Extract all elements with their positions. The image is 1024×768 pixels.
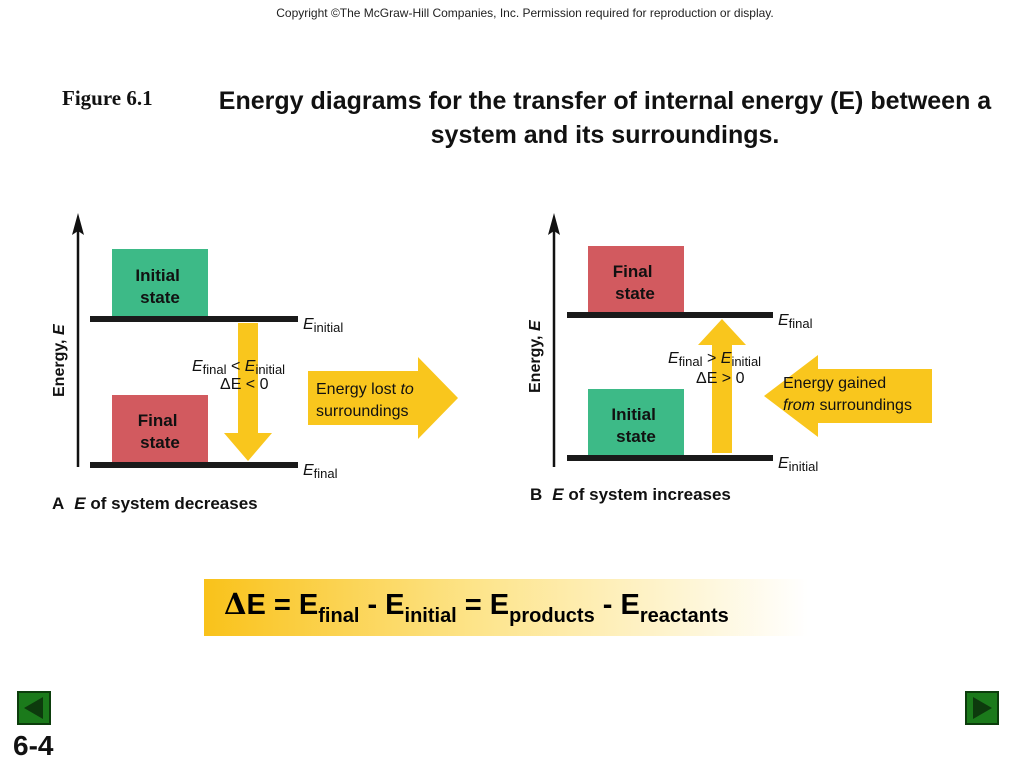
equation-text: ΔE = Efinal - Einitial = Eproducts - Ere… <box>224 587 729 627</box>
initial-energy-level <box>90 316 298 322</box>
final-state-box <box>112 395 208 463</box>
energy-gained-label: Energy gained <box>783 375 886 392</box>
energy-axis-arrowhead-icon <box>72 213 84 235</box>
energy-lost-label-line2: surroundings <box>316 403 409 420</box>
energy-axis-label: Energy, E <box>527 319 544 393</box>
initial-energy-level-label: Einitial <box>303 316 343 335</box>
energy-axis-label: Energy, E <box>51 323 68 397</box>
figure-title: Energy diagrams for the transfer of inte… <box>218 87 992 149</box>
diagram-a: Energy, E Initial state Einitial Efinal … <box>51 213 458 513</box>
relation-inequality: Efinal > Einitial <box>668 350 761 369</box>
delta-e-equation: ΔE = Efinal - Einitial = Eproducts - Ere… <box>204 579 808 636</box>
previous-slide-button[interactable] <box>17 691 51 725</box>
right-triangle-icon <box>973 697 992 719</box>
initial-state-label: Initial state <box>135 266 184 307</box>
initial-state-box <box>112 249 208 316</box>
relation-inequality: Efinal < Einitial <box>192 358 285 377</box>
energy-increase-arrow <box>698 319 746 453</box>
initial-state-label: Initial state <box>611 405 660 446</box>
energy-decrease-arrow <box>224 323 272 461</box>
energy-gained-label-line2: from surroundings <box>783 397 912 414</box>
slide-number: 6-4 <box>13 730 54 761</box>
final-energy-level <box>90 462 298 468</box>
initial-energy-level-label: Einitial <box>778 455 818 474</box>
energy-lost-arrow <box>308 357 458 439</box>
relation-delta-e: ΔE < 0 <box>220 376 269 393</box>
next-slide-button[interactable] <box>965 691 999 725</box>
initial-energy-level <box>567 455 773 461</box>
energy-lost-label: Energy lost to <box>316 381 414 398</box>
initial-state-box <box>588 389 684 456</box>
energy-gained-arrow <box>764 355 932 437</box>
left-triangle-icon <box>24 697 43 719</box>
final-state-box <box>588 246 684 313</box>
copyright-notice: Copyright ©The McGraw-Hill Companies, In… <box>276 6 774 20</box>
relation-delta-e: ΔE > 0 <box>696 370 745 387</box>
final-energy-level-label: Efinal <box>778 312 813 331</box>
final-state-label: Final state <box>138 411 182 452</box>
energy-axis-arrowhead-icon <box>548 213 560 235</box>
final-energy-level-label: Efinal <box>303 462 338 481</box>
diagram-b: Energy, E Final state Efinal Efinal > Ei… <box>527 213 932 504</box>
figure-label: Figure 6.1 <box>62 86 153 110</box>
final-energy-level <box>567 312 773 318</box>
final-state-label: Final state <box>613 262 657 303</box>
